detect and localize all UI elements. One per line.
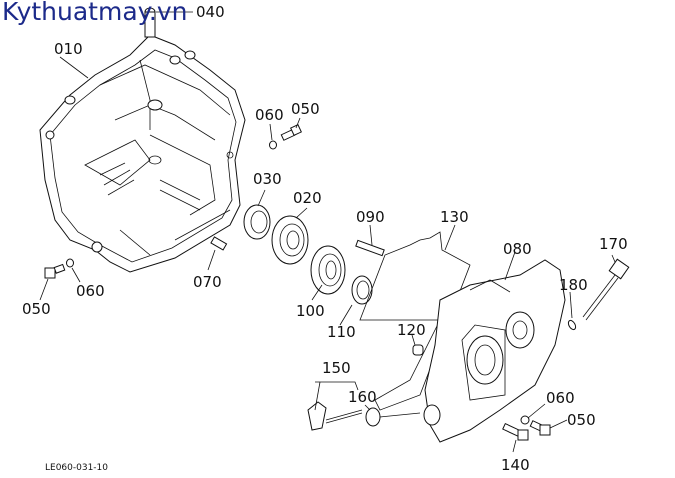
bolt-050-right: [529, 420, 551, 436]
watermark: Kythuatmay.vn: [2, 0, 188, 26]
callout-040: 040: [196, 3, 225, 21]
callout-060-left: 060: [76, 282, 105, 300]
callout-050-top: 050: [291, 100, 320, 118]
callout-080: 080: [503, 240, 532, 258]
bolt-140: [502, 422, 529, 441]
pin-090: [355, 239, 385, 257]
dipstick-170: [582, 258, 630, 321]
washer-060-right: [520, 415, 530, 425]
callout-020: 020: [293, 189, 322, 207]
gasket-130: [359, 231, 471, 411]
washer-060-top: [269, 140, 277, 150]
callout-100: 100: [296, 302, 325, 320]
callout-170: 170: [599, 235, 628, 253]
callout-060-right: 060: [546, 389, 575, 407]
leader-lines: [39, 11, 616, 453]
washer-160: [365, 407, 381, 427]
crankcase-cover-080: [423, 259, 566, 443]
bearing-020: [271, 215, 309, 265]
bearing-100: [310, 245, 346, 295]
callout-090: 090: [356, 208, 385, 226]
callout-160: 160: [348, 388, 377, 406]
callout-060-top: 060: [255, 106, 284, 124]
bolt-050-top: [280, 124, 302, 141]
drawing-code: LE060-031-10: [45, 463, 108, 473]
bolt-050-left: [44, 263, 66, 279]
washer-060-left: [66, 258, 74, 268]
callout-150: 150: [322, 359, 351, 377]
callout-070: 070: [193, 273, 222, 291]
plug-120: [412, 344, 424, 356]
pin-070: [210, 236, 228, 251]
callout-140: 140: [501, 456, 530, 474]
callout-120: 120: [397, 321, 426, 339]
crankcase-010: [39, 7, 246, 273]
callout-010: 010: [54, 40, 83, 58]
drain-plug-150: [307, 401, 363, 431]
oil-seal-110: [351, 275, 373, 305]
callout-180: 180: [559, 276, 588, 294]
callout-050-left: 050: [22, 300, 51, 318]
callout-030: 030: [253, 170, 282, 188]
callout-050-right: 050: [567, 411, 596, 429]
oil-seal-030: [243, 204, 271, 240]
callout-110: 110: [327, 323, 356, 341]
o-ring-180: [567, 319, 577, 331]
callout-130: 130: [440, 208, 469, 226]
